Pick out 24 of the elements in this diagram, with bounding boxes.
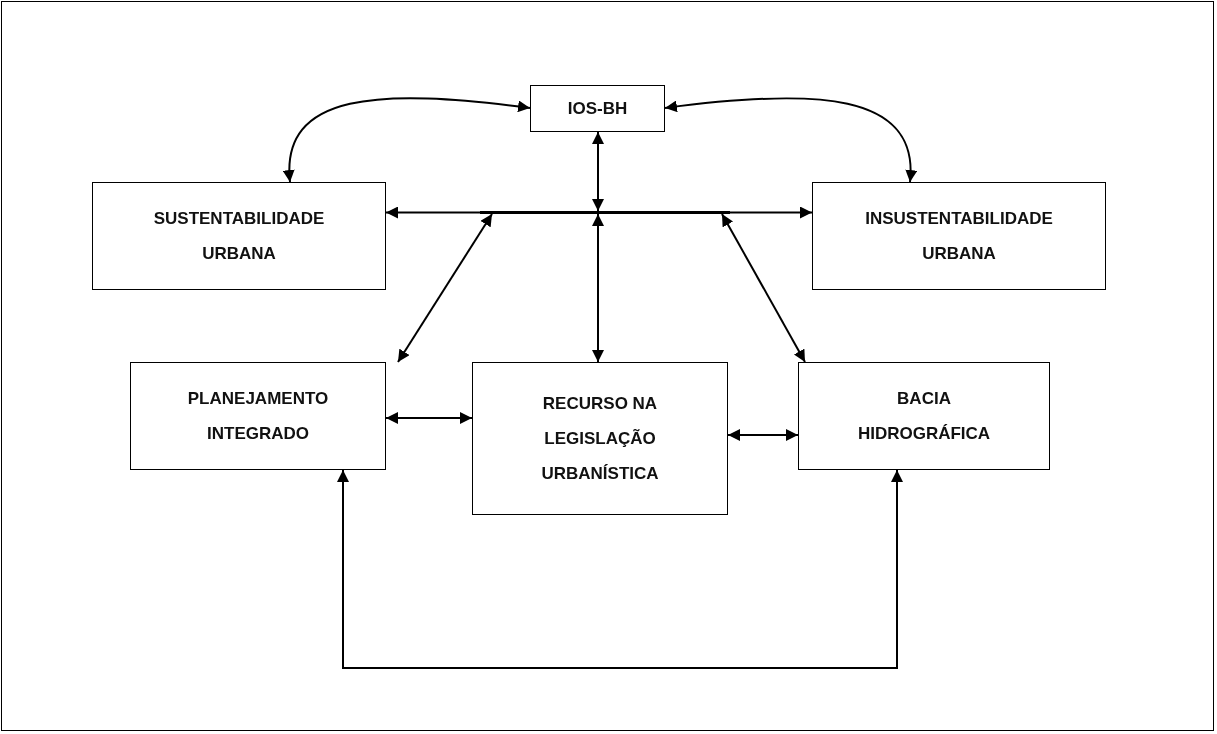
box-label: BACIA HIDROGRÁFICA [856,388,992,445]
connector-bar [480,211,730,214]
concept-box [92,182,386,290]
box-label: INSUSTENTABILIDADE URBANA [864,208,1054,265]
concept-box [472,362,728,515]
arrow [664,97,917,183]
arrow [283,97,531,183]
arrow [721,213,806,363]
arrow [592,131,604,212]
box-label: IOS-BH [567,98,628,120]
box-label: SUSTENTABILIDADE URBANA [152,208,326,265]
arrow [337,469,903,669]
box-label: RECURSO NA LEGISLAÇÃO URBANÍSTICA [540,393,660,485]
arrow [729,206,813,219]
arrow [592,213,604,363]
box-label: PLANEJAMENTO INTEGRADO [186,388,330,445]
concept-box [812,182,1106,290]
concept-box [798,362,1050,470]
arrow [385,206,481,219]
concept-box [530,85,665,132]
arrow [397,213,493,363]
concept-box [130,362,386,470]
arrow [385,412,473,424]
arrow [727,429,799,441]
